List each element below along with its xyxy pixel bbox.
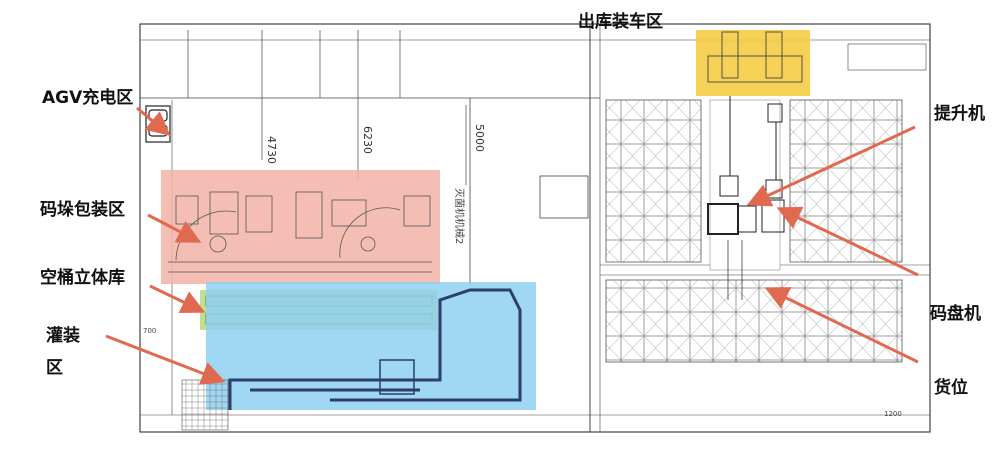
dim-4730: 4730 <box>265 136 278 164</box>
label-palletizing-packing: 码垛包装区 <box>40 200 125 220</box>
label-filling-2: 区 <box>46 358 63 378</box>
annotation-arrows <box>105 106 919 385</box>
dim-6230: 6230 <box>361 126 374 154</box>
outbound-loading-zone <box>696 30 810 96</box>
label-elevator: 提升机 <box>934 104 985 124</box>
dim-700: 700 <box>143 327 156 335</box>
palletizing-zone <box>161 170 440 284</box>
palletizing-equipment <box>168 191 432 273</box>
label-outbound-loading: 出库装车区 <box>578 12 663 32</box>
rack-storage-area <box>605 99 903 363</box>
filling-conveyor <box>228 288 522 410</box>
label-filling-1: 灌装 <box>46 326 80 346</box>
grid-floor <box>181 379 229 431</box>
label-empty-drum-warehouse: 空桶立体库 <box>40 268 125 288</box>
outbound-trucks <box>707 31 803 83</box>
dim-1200: 1200 <box>884 410 902 418</box>
label-storage-slot: 货位 <box>934 378 968 398</box>
room-label: 灭菌机机械2 <box>453 188 466 244</box>
dim-5000: 5000 <box>473 124 486 152</box>
dimension-lines <box>187 30 467 185</box>
label-palletizer: 码盘机 <box>930 304 981 324</box>
label-agv-charging: AGV充电区 <box>42 88 134 108</box>
